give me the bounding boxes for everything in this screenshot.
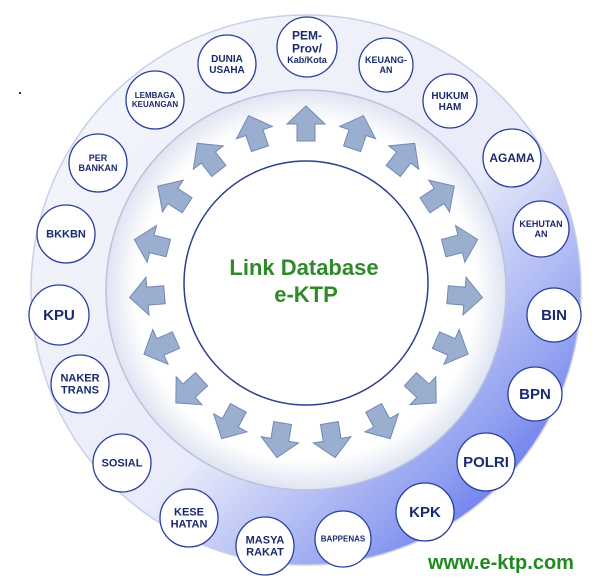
node-label: BANKAN — [79, 163, 118, 173]
node-sosial: SOSIAL — [92, 433, 152, 493]
node-keuangan: KEUANG-AN — [358, 37, 414, 93]
node-polri: POLRI — [456, 432, 516, 492]
outward-arrow — [192, 142, 227, 178]
node-label: DUNIA — [211, 54, 243, 65]
node-label: MASYA — [246, 535, 285, 547]
node-circle — [456, 432, 516, 492]
node-circle — [314, 510, 372, 568]
outward-arrow — [259, 421, 300, 459]
node-bkkbn: BKKBN — [36, 204, 96, 264]
node-label: HAM — [439, 102, 462, 113]
node-bpn: BPN — [507, 366, 563, 422]
outward-arrow — [338, 114, 377, 153]
node-label: KEUANG- — [365, 55, 407, 65]
outward-arrow — [440, 224, 479, 264]
node-circle — [235, 516, 295, 576]
outward-arrow — [419, 179, 455, 214]
node-label: HUKUM — [431, 91, 468, 102]
node-circle — [358, 37, 414, 93]
node-label: BKKBN — [46, 229, 86, 241]
node-label: Kab/Kota — [287, 55, 327, 65]
node-circle — [197, 34, 257, 94]
node-kpu: KPU — [28, 284, 90, 346]
outward-arrow — [385, 142, 420, 178]
node-circle — [28, 284, 90, 346]
node-bin: BIN — [526, 287, 582, 343]
node-label: TRANS — [61, 385, 99, 397]
node-label: NAKER — [60, 373, 99, 385]
node-circle — [395, 482, 455, 542]
node-label: Prov/ — [292, 42, 323, 56]
node-circle — [526, 287, 582, 343]
node-label: POLRI — [463, 454, 509, 471]
center-circle — [183, 160, 429, 406]
outward-arrow — [312, 421, 353, 459]
node-circle — [50, 354, 110, 414]
node-label: LEMBAGA — [135, 91, 176, 100]
outward-arrow — [431, 328, 469, 366]
node-pem-prov: PEM-Prov/Kab/Kota — [276, 16, 338, 78]
outward-arrow — [143, 328, 181, 366]
node-label: BAPPENAS — [321, 535, 366, 544]
website-url: www.e-ktp.com — [428, 552, 574, 574]
outward-arrow — [235, 114, 274, 153]
node-label: USAHA — [209, 65, 245, 76]
outward-arrow — [128, 275, 166, 317]
node-label: SOSIAL — [102, 458, 143, 470]
node-label: KPK — [409, 504, 441, 521]
node-label: AGAMA — [489, 151, 535, 165]
node-label: PER — [89, 153, 108, 163]
node-label: PEM- — [292, 28, 322, 42]
node-circle — [125, 70, 185, 130]
node-label: HATAN — [171, 519, 208, 531]
outward-arrow — [212, 402, 249, 440]
node-label: KPU — [43, 307, 75, 324]
node-kpk: KPK — [395, 482, 455, 542]
node-circle — [512, 200, 570, 258]
node-label: BPN — [519, 386, 551, 403]
node-circle — [276, 16, 338, 78]
node-label: AN — [535, 229, 548, 239]
node-circle — [68, 133, 128, 193]
outward-arrow — [285, 105, 327, 142]
outward-arrow — [446, 275, 484, 317]
node-circle — [482, 128, 542, 188]
node-agama: AGAMA — [482, 128, 542, 188]
node-circle — [92, 433, 152, 493]
center-title-line2: e-KTP — [274, 282, 338, 307]
outward-arrow — [133, 224, 172, 264]
node-bappenas: BAPPENAS — [314, 510, 372, 568]
node-circle — [507, 366, 563, 422]
outward-arrow — [363, 402, 400, 440]
node-label: AN — [380, 65, 393, 75]
node-circle — [422, 73, 478, 129]
node-label: KEUANGAN — [132, 100, 178, 109]
outward-arrow — [403, 371, 437, 406]
outward-arrow — [175, 371, 209, 406]
center-title-line1: Link Database — [229, 255, 378, 280]
node-label: KESE — [174, 507, 204, 519]
node-label: BIN — [541, 307, 567, 324]
outward-arrow — [157, 179, 193, 214]
node-circle — [159, 488, 219, 548]
stray-dot — [19, 92, 21, 94]
arrows-layer — [128, 105, 484, 459]
node-label: KEHUTAN — [519, 219, 562, 229]
node-label: RAKAT — [246, 547, 284, 559]
node-circle — [36, 204, 96, 264]
